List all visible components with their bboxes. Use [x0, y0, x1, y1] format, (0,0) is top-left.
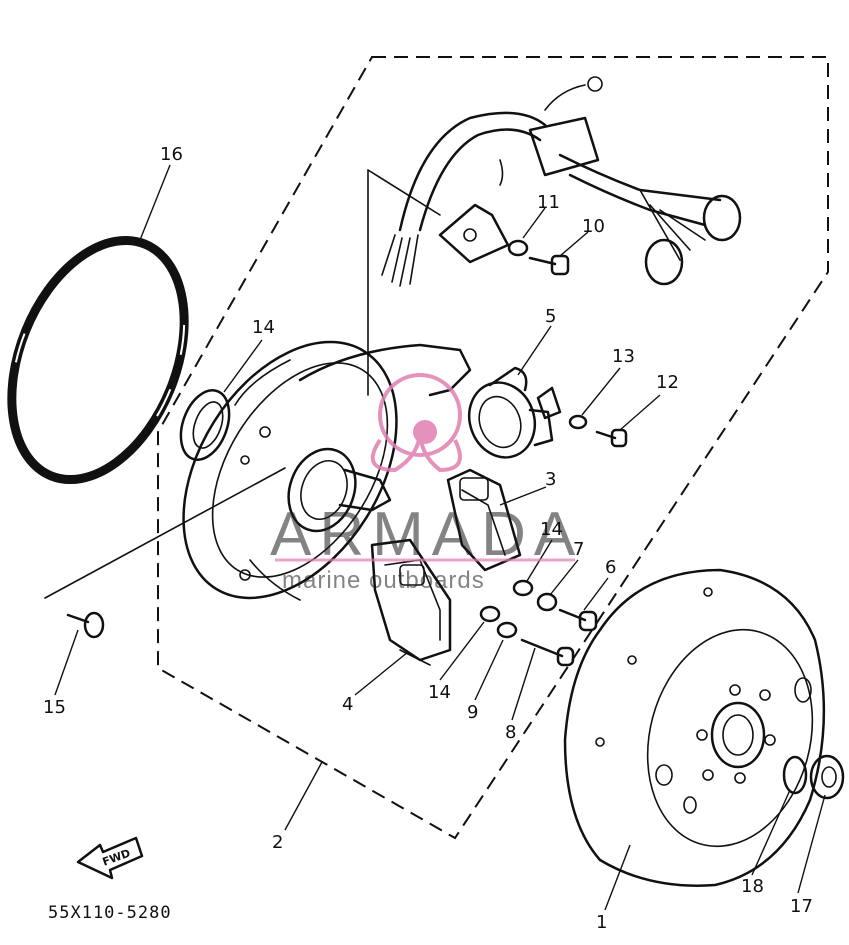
coil-3 — [446, 468, 522, 572]
part-label-14-upper: 14 — [540, 519, 563, 540]
part-label-11: 11 — [537, 192, 560, 213]
part-label-14-lower: 14 — [428, 682, 451, 703]
watermark-logo-mark — [370, 373, 462, 473]
coil-4 — [370, 538, 452, 666]
wiring-harness — [381, 76, 742, 287]
leader-11 — [522, 207, 546, 239]
part-label-12: 12 — [656, 372, 679, 393]
washer-19 — [782, 755, 808, 795]
o-ring-17 — [7, 235, 189, 485]
leader-10 — [559, 231, 589, 257]
washer-14-lower — [479, 605, 501, 623]
terminal-bracket — [438, 203, 510, 264]
stator-base-plate — [182, 340, 472, 601]
part-label-13: 13 — [612, 346, 635, 367]
part-label-17: 16 — [160, 144, 183, 165]
leader-3 — [499, 486, 547, 506]
leader-14b — [439, 621, 485, 681]
part-label-5: 5 — [545, 306, 556, 327]
leader-screw-16 — [44, 467, 286, 599]
leader-5 — [517, 325, 552, 376]
leader-1 — [604, 844, 631, 911]
leader-18 — [797, 794, 826, 894]
fwd-arrow: FWD — [76, 836, 144, 880]
leader-bracket-a — [367, 169, 441, 216]
watermark-title: ARMADA — [270, 500, 583, 569]
pulser-coil-5 — [467, 366, 554, 459]
part-label-1: 1 — [596, 912, 607, 933]
leader-7 — [549, 559, 579, 596]
part-label-3: 3 — [545, 469, 556, 490]
part-label-18: 17 — [790, 896, 813, 917]
part-label-19: 18 — [741, 876, 764, 897]
leader-16 — [54, 629, 79, 696]
screw-10 — [528, 254, 570, 276]
drawing-code: 55X110-5280 — [48, 903, 172, 923]
screw-16 — [66, 611, 105, 639]
nut-18 — [809, 754, 845, 800]
leader-13 — [581, 367, 621, 416]
washer-9 — [496, 621, 518, 639]
leader-4 — [354, 651, 409, 696]
part-label-8: 8 — [505, 722, 516, 743]
washer-13 — [568, 414, 588, 430]
assembly-boundary — [157, 56, 829, 840]
screw-12 — [595, 428, 628, 448]
part-label-10: 10 — [582, 216, 605, 237]
part-label-7: 7 — [573, 539, 584, 560]
part-label-15: 14 — [252, 317, 275, 338]
watermark: ARMADA marine outboards — [270, 373, 583, 594]
leader-17 — [137, 164, 171, 246]
clip-13 — [536, 386, 562, 420]
leader-8 — [511, 647, 536, 721]
oil-seal-15 — [179, 389, 231, 461]
screw-8 — [520, 638, 575, 667]
leader-19 — [751, 789, 791, 876]
flywheel-1 — [563, 568, 826, 887]
leader-15 — [223, 339, 263, 393]
watermark-subtitle: marine outboards — [282, 567, 485, 594]
part-label-6: 6 — [605, 557, 616, 578]
washer-11 — [507, 239, 529, 257]
leader-9 — [474, 639, 504, 701]
part-label-4: 4 — [342, 694, 353, 715]
leader-12 — [619, 394, 661, 431]
part-label-2: 2 — [272, 832, 283, 853]
leader-2 — [284, 761, 323, 831]
part-label-9: 9 — [467, 702, 478, 723]
part-label-16: 15 — [43, 697, 66, 718]
washer-14-upper — [512, 579, 534, 597]
leader-6 — [583, 577, 609, 611]
washer-7 — [536, 592, 558, 612]
screw-6 — [558, 608, 598, 632]
